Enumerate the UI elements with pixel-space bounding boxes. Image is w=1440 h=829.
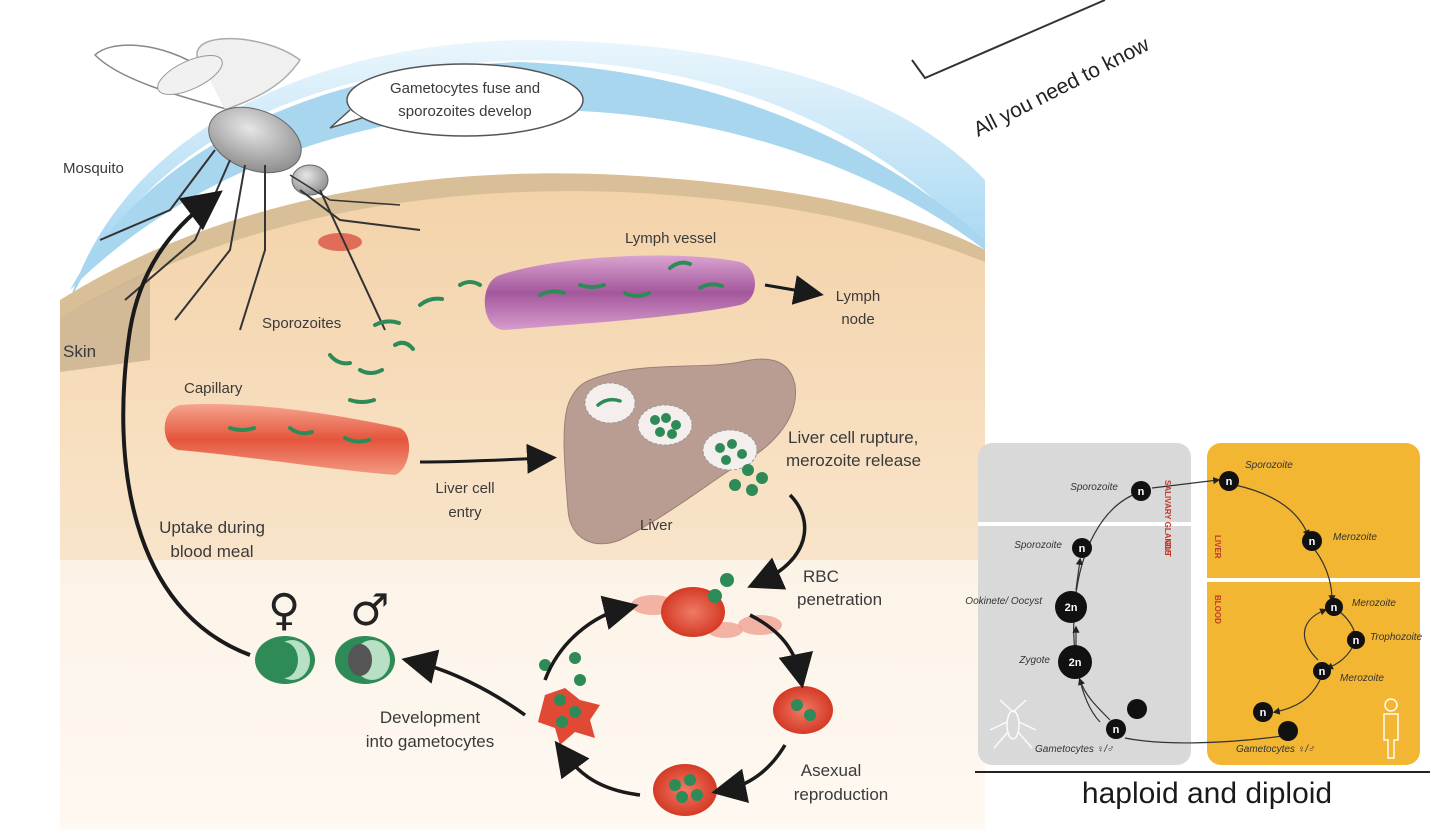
lymph-vessel-label: Lymph vessel — [625, 230, 716, 247]
liver-icon — [563, 358, 797, 545]
mosquito-watermark-icon — [989, 699, 1037, 749]
capillary-label: Capillary — [184, 380, 243, 397]
ploidy-node: n Gametocytes ♀/♂ — [1035, 699, 1147, 755]
ploidy-node: n Merozoite — [1302, 531, 1377, 551]
uptake-label-1: Uptake during — [159, 518, 265, 537]
female-symbol-icon: ♀ — [268, 585, 300, 636]
ploidy-caption: haploid and diploid — [1082, 777, 1332, 810]
ploidy-node: n Merozoite — [1325, 598, 1396, 616]
liver-entry-label-2: entry — [448, 504, 482, 521]
svg-text:n: n — [1260, 707, 1267, 719]
sporozoites-label: Sporozoites — [262, 315, 341, 332]
stage-label-blood: BLOOD — [1213, 595, 1222, 624]
top-note: All you need to know — [911, 0, 1154, 142]
rbc-label-1: RBC — [803, 567, 839, 586]
ploidy-panel: SALIVARY GLANDS GUT LIVER BLOOD n Sporoz… — [965, 443, 1430, 810]
svg-text:n: n — [1309, 536, 1316, 548]
svg-text:n: n — [1331, 602, 1338, 614]
speech-bubble: Gametocytes fuse and sporozoites develop — [329, 63, 584, 137]
node-label: Merozoite — [1333, 532, 1377, 543]
node-label: Gametocytes ♀/♂ — [1236, 744, 1315, 755]
lymph-node-label-2: node — [841, 311, 874, 328]
ploidy-node: n Merozoite — [1313, 662, 1384, 684]
development-label-1: Development — [380, 708, 480, 727]
skin-label: Skin — [63, 342, 96, 361]
svg-text:n: n — [1353, 635, 1360, 647]
mosquito-icon — [93, 37, 421, 331]
lymph-node-label-1: Lymph — [836, 288, 880, 305]
ploidy-node: n Gametocytes ♀/♂ — [1236, 702, 1315, 755]
bubble-text-line2: sporozoites develop — [398, 103, 531, 120]
svg-text:n: n — [1079, 543, 1086, 555]
bite-site — [318, 233, 362, 251]
asexual-label-2: reproduction — [794, 785, 889, 804]
stage-label-gut: GUT — [1163, 540, 1172, 557]
liver-entry-label-1: Liver cell — [435, 480, 494, 497]
liver-label: Liver — [640, 517, 673, 534]
svg-text:2n: 2n — [1069, 657, 1082, 669]
ploidy-node: n Sporozoite — [1219, 460, 1293, 491]
male-symbol-icon: ♂ — [350, 585, 389, 636]
svg-text:n: n — [1319, 666, 1326, 678]
male-gametocyte — [335, 636, 395, 684]
ploidy-node: n Trophozoite — [1347, 631, 1423, 649]
node-label: Zygote — [1018, 655, 1050, 666]
ploidy-node: n Sporozoite — [1014, 538, 1092, 558]
svg-text:2n: 2n — [1065, 602, 1078, 614]
rupture-label-2: merozoite release — [786, 451, 921, 470]
node-label: Sporozoite — [1070, 482, 1118, 493]
node-label: Merozoite — [1340, 673, 1384, 684]
node-label: Gametocytes ♀/♂ — [1035, 744, 1114, 755]
ploidy-node: n Sporozoite — [1070, 481, 1151, 501]
note-text: All you need to know — [970, 33, 1154, 142]
human-stage-box — [1207, 443, 1420, 765]
rbc-label-2: penetration — [797, 590, 882, 609]
lymph-vessel — [484, 255, 755, 330]
mosquito-label: Mosquito — [63, 160, 124, 177]
node-label: Sporozoite — [1245, 460, 1293, 471]
stage-label-liver: LIVER — [1213, 535, 1222, 559]
rupture-label-1: Liver cell rupture, — [788, 428, 918, 447]
female-gametocyte — [255, 636, 315, 684]
capillary — [164, 404, 410, 475]
asexual-label-1: Asexual — [801, 761, 861, 780]
human-watermark-icon — [1383, 698, 1399, 759]
stage-label-salivary: SALIVARY GLANDS — [1163, 480, 1172, 556]
lifecycle-illustration: Mosquito Gametocytes fuse and sporozoite… — [0, 37, 985, 829]
node-label: Sporozoite — [1014, 540, 1062, 551]
svg-text:n: n — [1226, 476, 1233, 488]
node-label: Ookinete/ Oocyst — [965, 596, 1043, 607]
node-label: Merozoite — [1352, 598, 1396, 609]
svg-text:n: n — [1113, 724, 1120, 736]
development-label-2: into gametocytes — [366, 732, 495, 751]
bubble-text-line1: Gametocytes fuse and — [390, 80, 540, 97]
ploidy-node: 2n Zygote — [1018, 645, 1092, 679]
uptake-label-2: blood meal — [170, 542, 253, 561]
ploidy-node: 2n Ookinete/ Oocyst — [965, 591, 1087, 623]
node-label: Trophozoite — [1370, 632, 1423, 643]
rbc-cycle — [538, 573, 833, 816]
svg-text:n: n — [1138, 486, 1145, 498]
